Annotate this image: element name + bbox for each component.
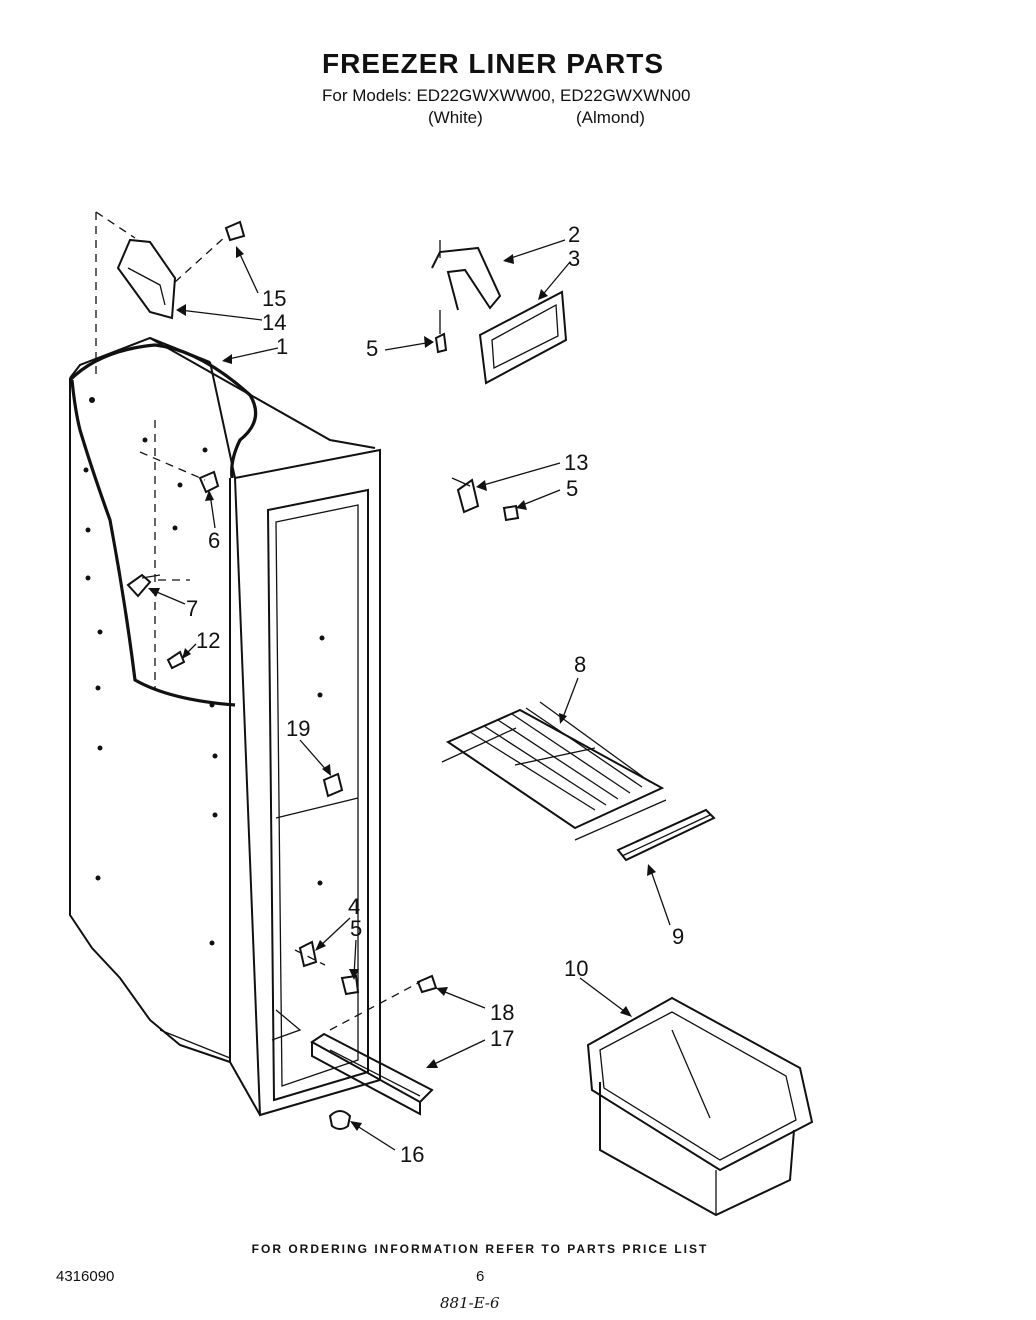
- callout-17: 17: [490, 1026, 514, 1051]
- page-title: FREEZER LINER PARTS: [321, 48, 665, 79]
- callout-5-middle: 5: [566, 476, 578, 501]
- part-12-plug: [166, 650, 186, 670]
- callout-19: 19: [286, 716, 310, 741]
- part-5-screw-middle: [502, 504, 520, 522]
- callout-16: 16: [400, 1142, 424, 1167]
- callout-3: 3: [568, 246, 580, 271]
- part-17-rail: [310, 1032, 434, 1116]
- part-9-trim: [616, 808, 716, 862]
- callout-8: 8: [574, 652, 586, 677]
- part-19-block: [322, 772, 344, 798]
- part-18-screw: [416, 974, 438, 994]
- part-10-bin: [586, 996, 814, 1217]
- callout-10: 10: [564, 956, 588, 981]
- color-almond-label: (Almond): [576, 108, 645, 127]
- part-6-clip: [198, 470, 220, 494]
- part-13-sensor: [451, 477, 480, 514]
- part-7-bracket: [126, 573, 161, 598]
- ordering-note: FOR ORDERING INFORMATION REFER TO PARTS …: [251, 1242, 709, 1256]
- callout-9: 9: [672, 924, 684, 949]
- callout-13: 13: [564, 450, 588, 475]
- callout-12: 12: [196, 628, 220, 653]
- callout-18: 18: [490, 1000, 514, 1025]
- freezer-liner-body: [68, 211, 421, 1117]
- part-8-wire-shelf: [441, 701, 667, 841]
- part-2-bracket: [431, 240, 502, 311]
- part-5-screw-lower: [340, 974, 360, 996]
- part-15-screw: [174, 220, 246, 283]
- part-16-plug: [328, 1110, 352, 1130]
- leader-lines: [148, 239, 671, 1151]
- callout-1: 1: [276, 334, 288, 359]
- callout-5-lower: 5: [350, 916, 362, 941]
- part-4-bracket: [298, 940, 318, 968]
- callout-15: 15: [262, 286, 286, 311]
- handwritten-code: 881-E-6: [440, 1294, 500, 1312]
- color-white-label: (White): [428, 108, 483, 127]
- document-number: 4316090: [56, 1268, 115, 1285]
- callout-2: 2: [568, 222, 580, 247]
- callout-4: 4: [348, 894, 360, 919]
- callout-7: 7: [186, 596, 198, 621]
- part-5-screw-upper: [434, 310, 448, 354]
- callout-6: 6: [208, 528, 220, 553]
- part-3-light-cover: [478, 290, 568, 385]
- page-number: 6: [476, 1268, 485, 1285]
- part-14-bracket: [116, 238, 177, 320]
- callout-5-upper: 5: [366, 336, 378, 361]
- callout-14: 14: [262, 310, 286, 335]
- models-line: For Models: ED22GWXWW00, ED22GWXWN00: [322, 86, 691, 105]
